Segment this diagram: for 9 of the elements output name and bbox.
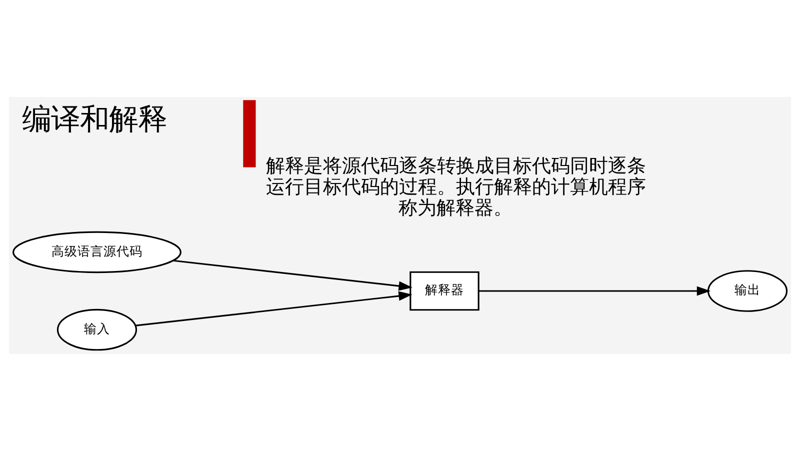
diagram-title: 编译和解释 [22,102,167,136]
node-ellipse: 高级语言源代码 [12,231,182,274]
arrow [478,286,711,296]
arrow [173,260,412,291]
arrow [136,291,412,326]
node-ellipse: 输出 [707,270,788,312]
label: 解释是将源代码逐条转换成目标代码同时逐条运行目标代码的过程。执行解释的计算机程序称为解释器。 [266,154,646,219]
node-box: 解释器 [410,271,480,311]
node-ellipse: 输入 [56,308,138,351]
